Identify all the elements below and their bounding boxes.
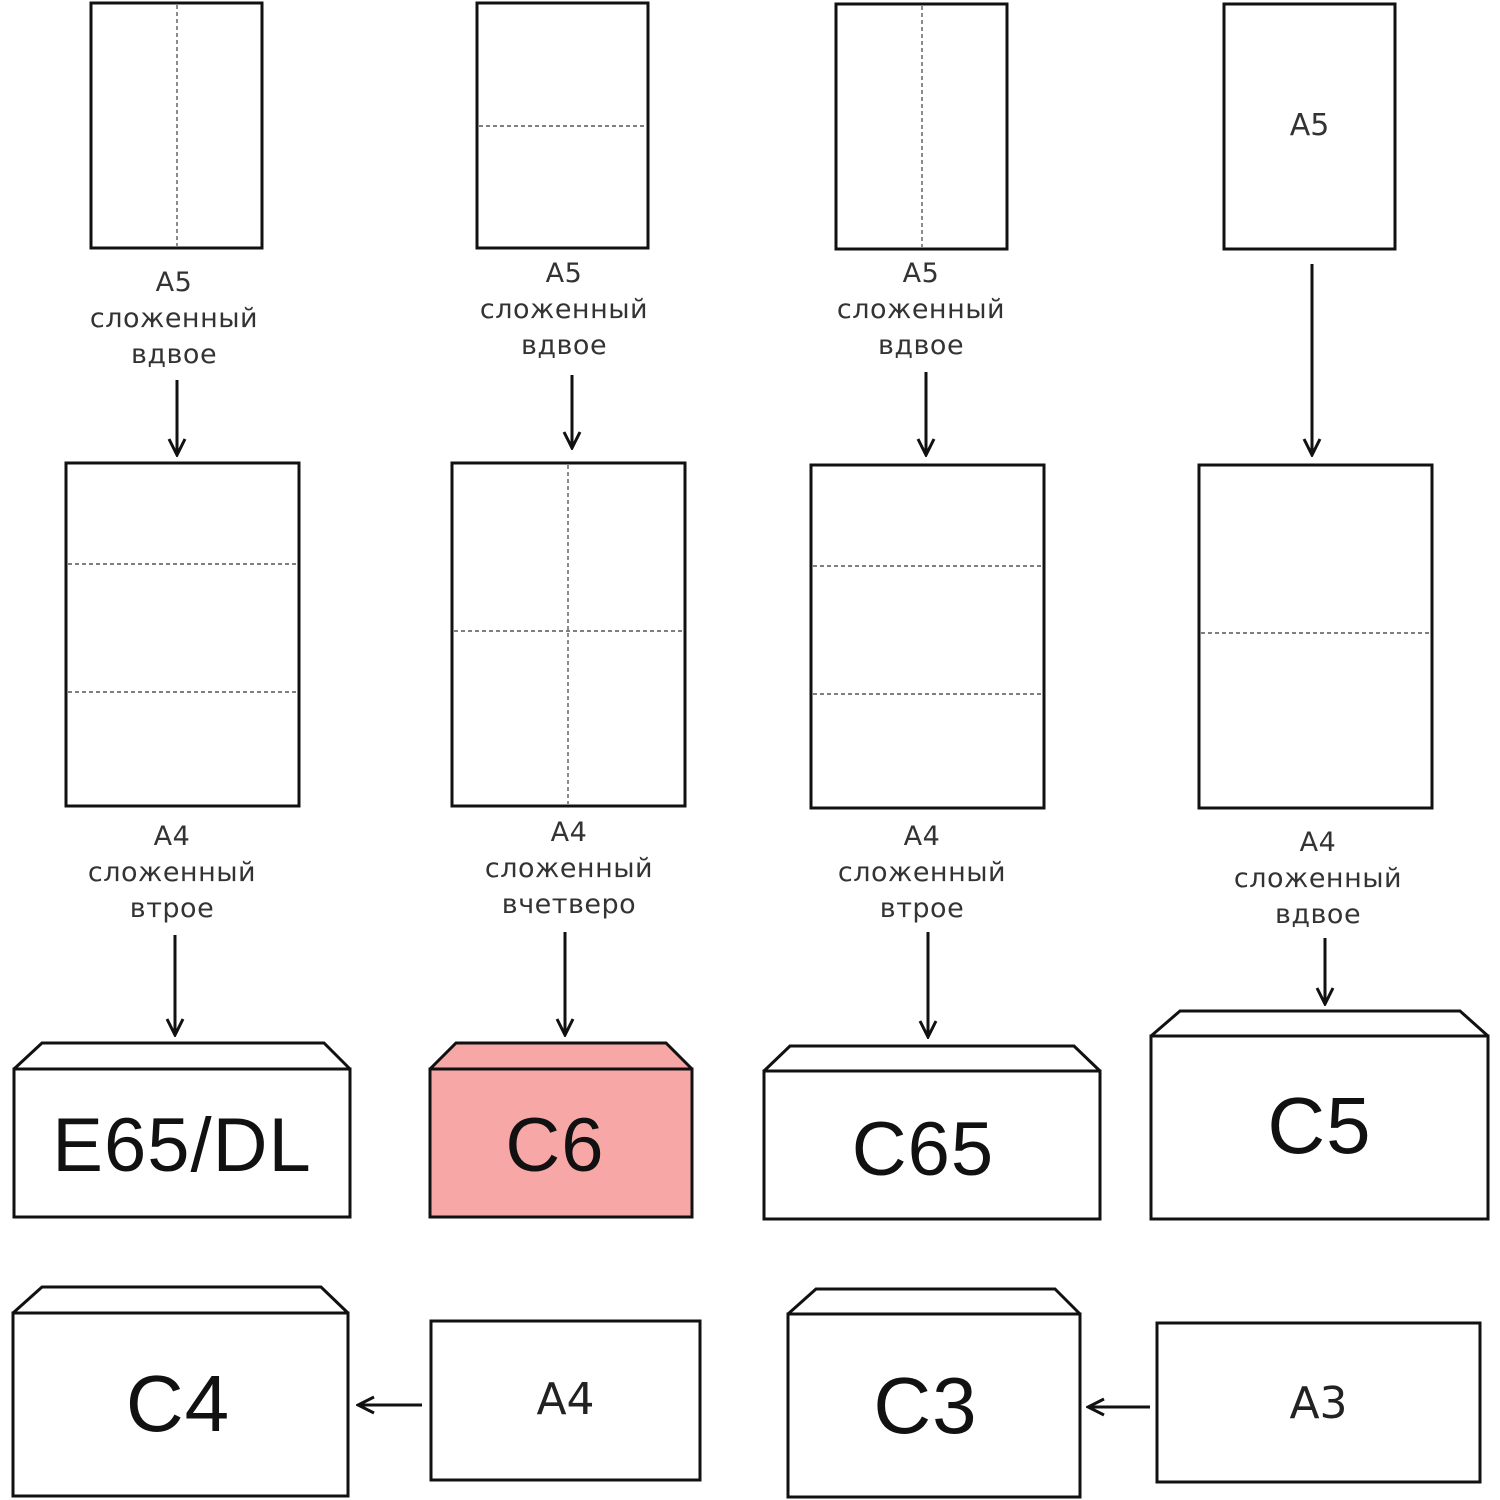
a3-sheet-landscape <box>1155 1321 1482 1484</box>
envelope-c5 <box>1149 1009 1490 1221</box>
a4-sheet-half-fold <box>1197 463 1434 810</box>
envelope-c4 <box>11 1285 350 1498</box>
envelope-c6-highlighted <box>428 1041 694 1219</box>
a4-sheet-landscape <box>429 1319 702 1482</box>
envelope-e65-dl <box>12 1041 352 1219</box>
envelope-c65 <box>762 1044 1102 1221</box>
a5-sheet-unfolded <box>1222 2 1397 251</box>
envelope-c3 <box>786 1287 1082 1499</box>
a4-sheet-thirds-fold <box>809 463 1046 810</box>
a4-sheet-thirds-fold <box>64 461 301 808</box>
